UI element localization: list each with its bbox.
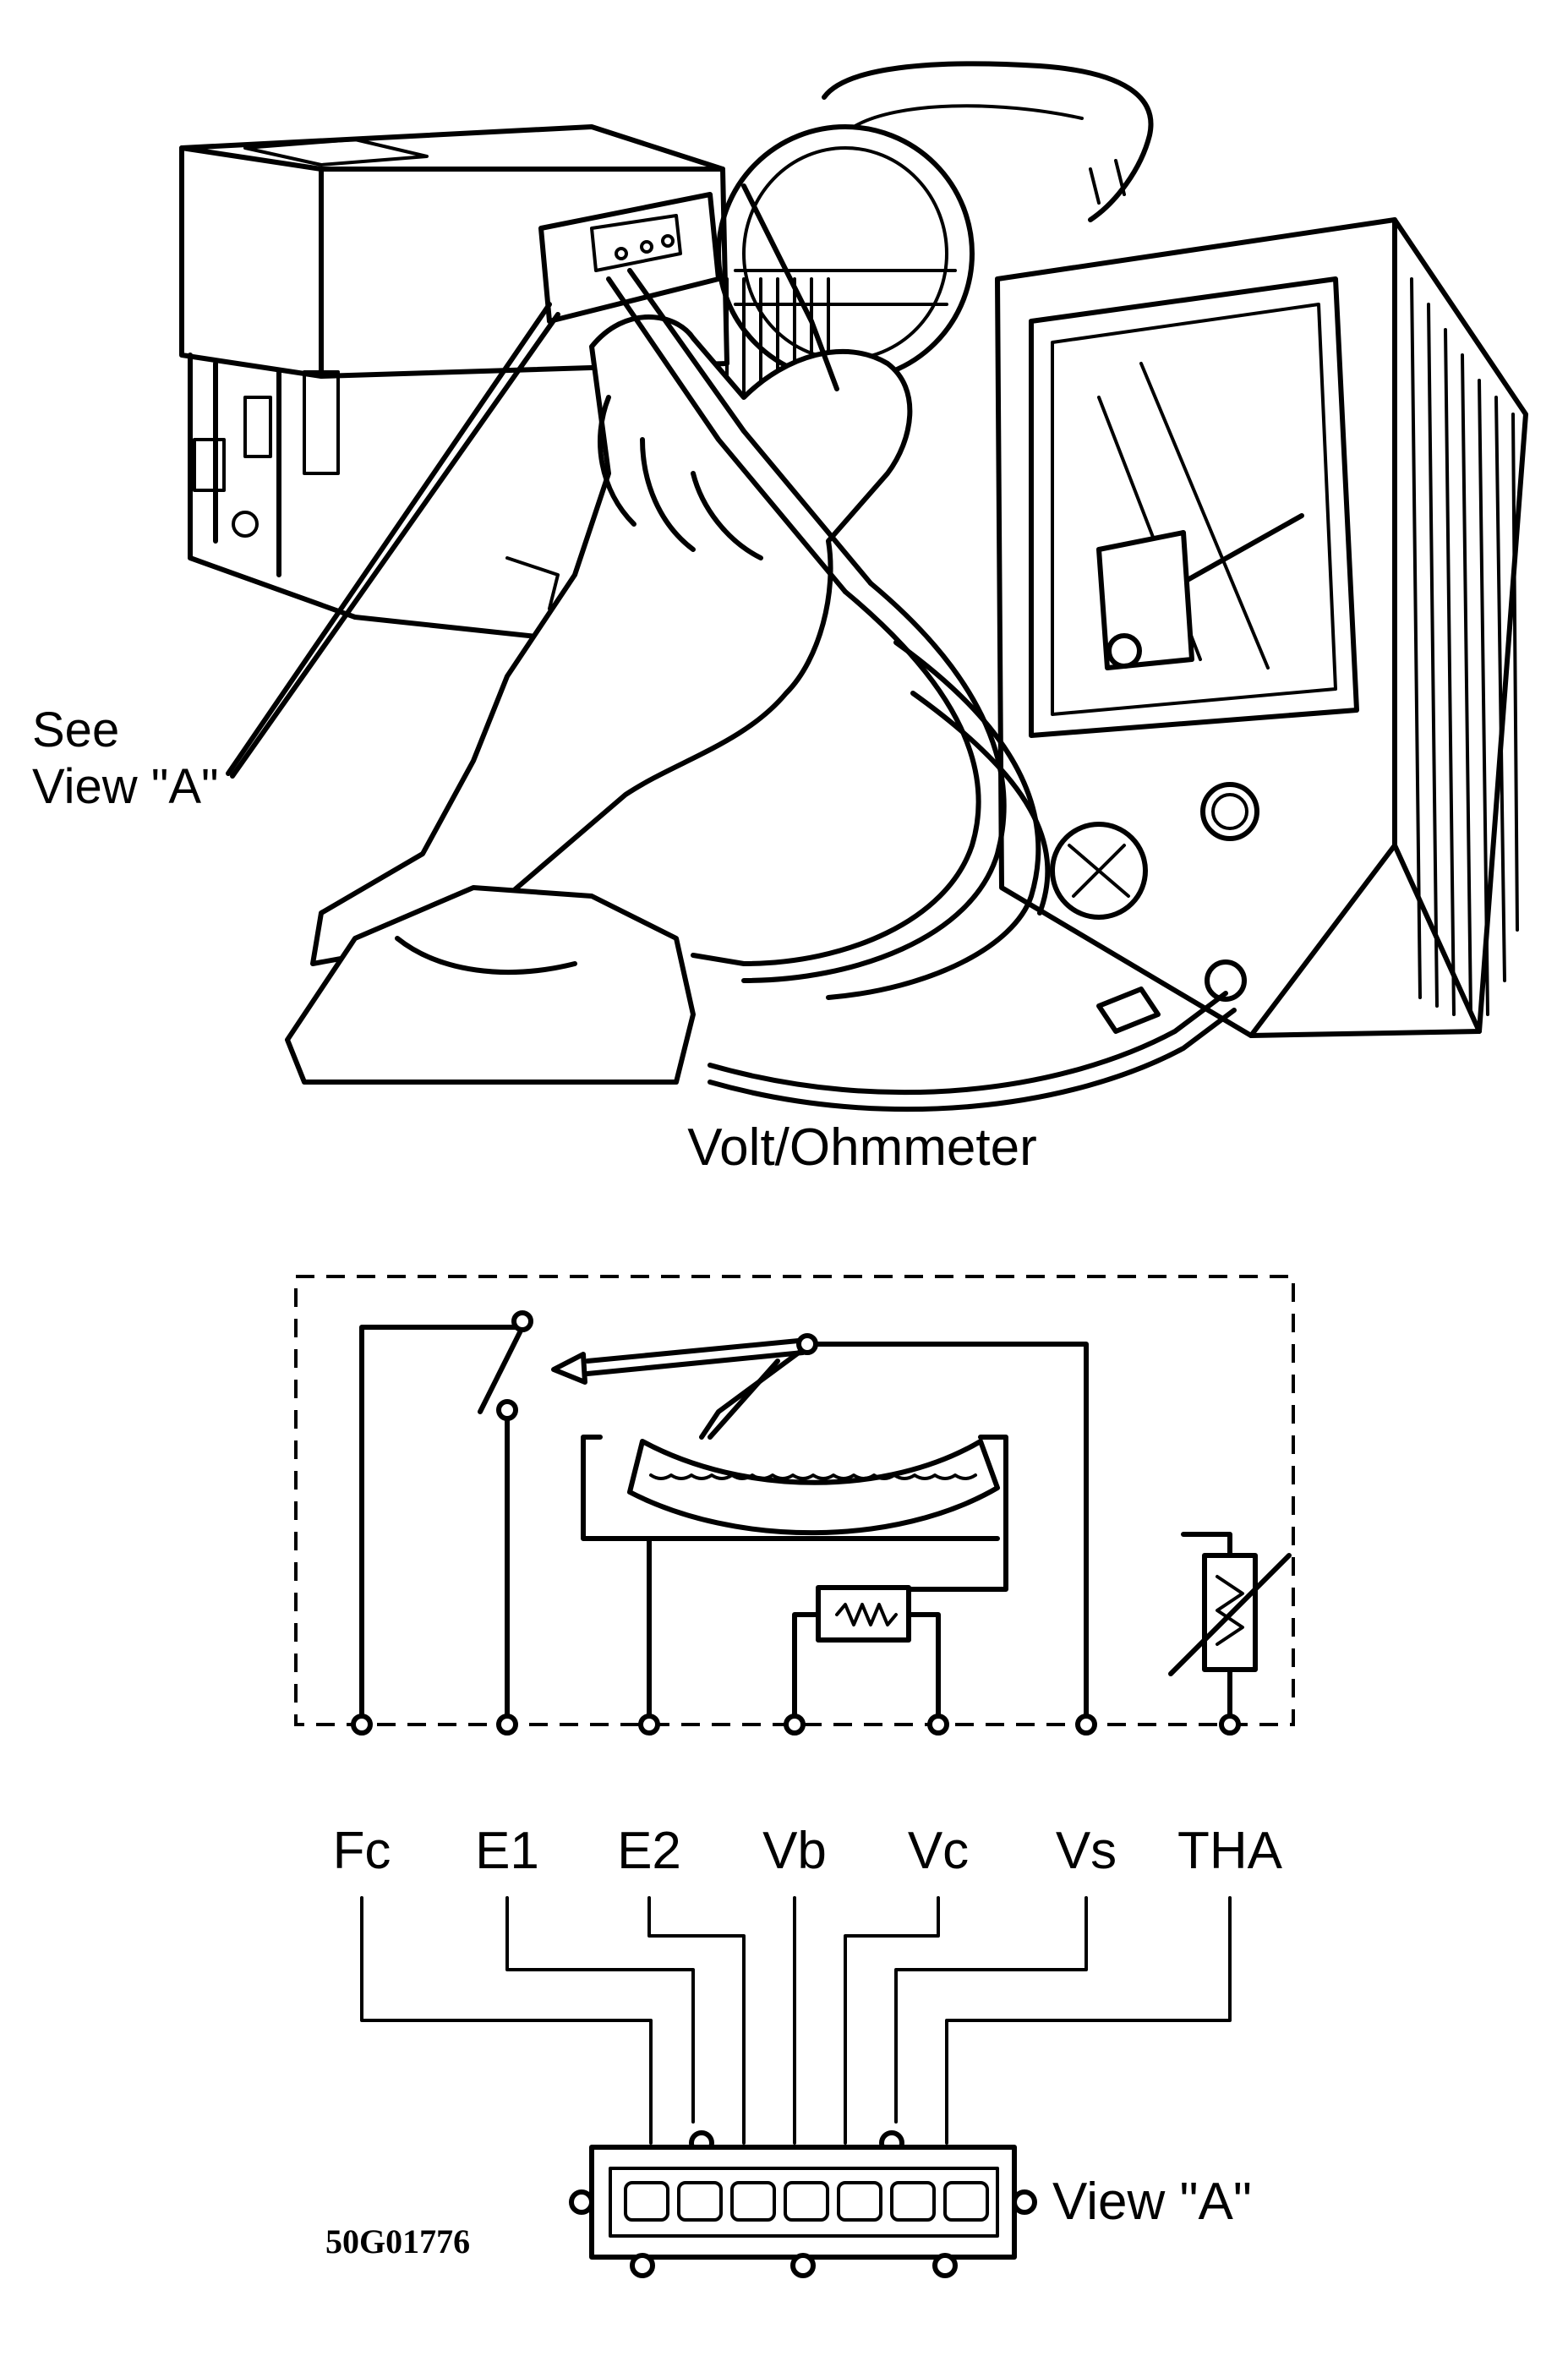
connector-wiring <box>360 1896 1232 2145</box>
fins <box>725 277 830 399</box>
terminal-label-fc: Fc <box>333 1822 391 1880</box>
terminal-label-tha: THA <box>1177 1822 1283 1880</box>
connector-pins <box>624 2181 989 2222</box>
terminal-nodes <box>351 1714 1241 1736</box>
terminal-label-vs: Vs <box>1056 1822 1117 1880</box>
terminal-label-vc: Vc <box>908 1822 969 1880</box>
fuel-pump-switch <box>359 1325 476 1727</box>
volt-ohmmeter-label: Volt/Ohmmeter <box>687 1118 1036 1177</box>
schematic <box>294 1275 1295 1736</box>
terminal-label-vb: Vb <box>762 1822 827 1880</box>
see-view-a-label: See View "A" <box>32 702 219 814</box>
potentiometer-track <box>627 1439 1000 1536</box>
connector-view-a <box>569 2130 1037 2278</box>
view-a-label: View "A" <box>1052 2173 1252 2231</box>
internal-resistor <box>816 1585 911 1643</box>
terminal-label-e2: E2 <box>617 1822 681 1880</box>
dashed-enclosure <box>294 1275 1295 1726</box>
meter-side-grille <box>1410 277 1519 1016</box>
terminal-label-e1: E1 <box>475 1822 539 1880</box>
airflow-meter-illustration <box>179 61 1528 1112</box>
figure-code: 50G01776 <box>325 2222 470 2260</box>
terminal-labels: Fc E1 E2 Vb Vc Vs THA <box>333 1822 1283 1880</box>
